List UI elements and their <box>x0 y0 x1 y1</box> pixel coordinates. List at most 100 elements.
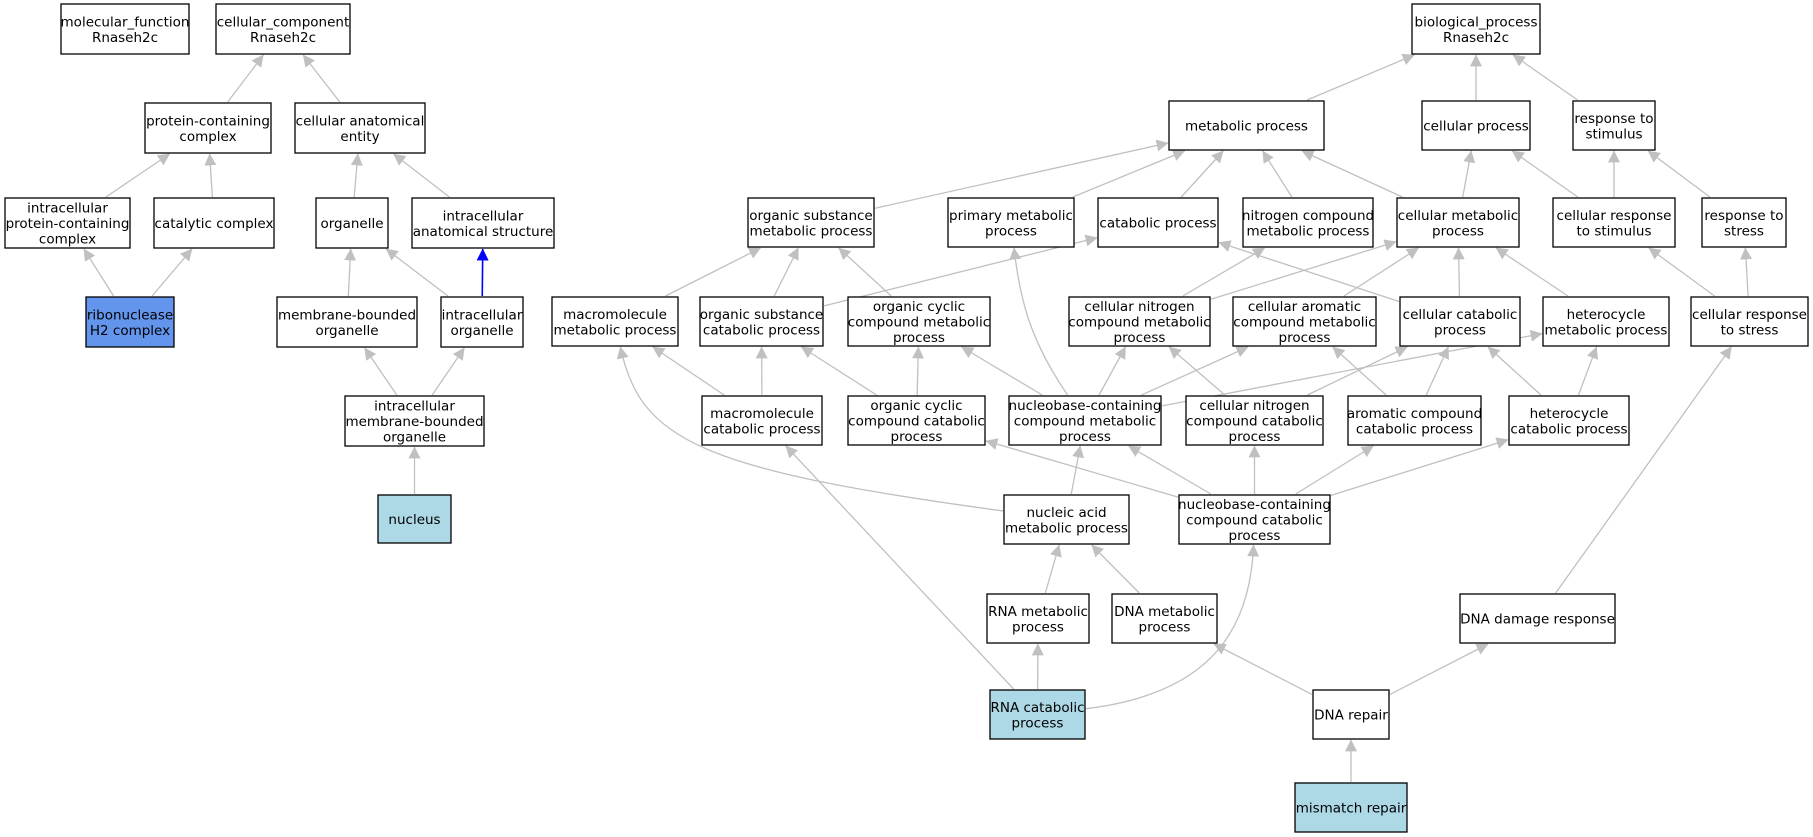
node-dna-repair[interactable]: DNA repair <box>1312 689 1390 740</box>
node-cellular-process[interactable]: cellular process <box>1421 100 1531 151</box>
node-label-line: complex <box>179 129 236 145</box>
node-organelle[interactable]: organelle <box>315 197 389 249</box>
edge-organic-cyclic-compound-metabolic-process-to-organic-substance-metabolic-process <box>838 247 892 297</box>
node-label-line: to stimulus <box>1577 223 1652 239</box>
node-label-line: nitrogen compound <box>1242 208 1374 224</box>
node-label-line: organelle <box>450 323 513 339</box>
node-label-line: metabolic process <box>1005 520 1128 536</box>
node-label-line: to stress <box>1721 322 1779 338</box>
edge-primary-metabolic-process-to-metabolic-process <box>1072 149 1186 198</box>
node-label-line: cellular nitrogen <box>1084 299 1194 315</box>
edge-organic-cyclic-compound-catabolic-process-to-organic-substance-catabolic-process <box>800 346 877 396</box>
edge-cellular-response-to-stress-to-cellular-response-to-stimulus <box>1648 247 1715 297</box>
node-box <box>1111 593 1218 644</box>
edge-ribonuclease-h2-complex-to-catalytic-complex <box>151 248 193 297</box>
node-box <box>1232 296 1377 347</box>
node-label-line: nucleic acid <box>1026 505 1106 521</box>
node-box <box>699 296 824 347</box>
node-label-line: cellular nitrogen <box>1199 398 1309 414</box>
node-box <box>1008 395 1162 446</box>
edge-catalytic-complex-to-protein-containing-complex <box>204 153 217 198</box>
node-mismatch-repair[interactable]: mismatch repair <box>1294 782 1408 833</box>
node-box <box>747 197 875 248</box>
node-dna-damage-response[interactable]: DNA damage response <box>1459 593 1616 644</box>
node-box <box>1068 296 1211 347</box>
node-label-line: stress <box>1724 223 1764 239</box>
node-box <box>947 197 1075 248</box>
node-box <box>1421 100 1531 151</box>
node-label-line: process <box>1059 429 1111 445</box>
node-box <box>847 296 991 347</box>
edge-intracellular-protein-containing-complex-to-protein-containing-complex <box>105 153 171 198</box>
node-box <box>1399 296 1521 347</box>
edge-rna-catabolic-process-to-nucleobase-containing-compound-catabolic-process <box>1085 544 1260 710</box>
edge-dna-damage-response-to-cellular-response-to-stress <box>1555 346 1732 594</box>
node-label-line: catabolic process <box>1356 421 1473 437</box>
edge-organic-substance-catabolic-process-to-catabolic-process <box>823 234 1098 307</box>
edge-metabolic-process-to-bp-root <box>1306 53 1415 101</box>
node-label-line: cellular aromatic <box>1248 299 1361 315</box>
node-label-line: compound metabolic <box>1014 414 1156 430</box>
node-box <box>986 593 1090 644</box>
node-catabolic-process[interactable]: catabolic process <box>1097 197 1219 248</box>
node-label-line: anatomical structure <box>413 224 554 240</box>
node-box <box>1097 197 1219 248</box>
edge-aromatic-compound-catabolic-process-to-cellular-aromatic-compound-metabolic-process <box>1332 346 1387 396</box>
node-box <box>440 296 524 348</box>
edge-nitrogen-compound-metabolic-process-to-metabolic-process <box>1262 150 1293 198</box>
edge-intracellular-organelle-to-organelle <box>385 248 449 297</box>
node-box <box>85 296 175 348</box>
node-label-line: metabolic process <box>1185 119 1308 135</box>
edge-aromatic-compound-catabolic-process-to-cellular-catabolic-process <box>1425 346 1449 396</box>
node-label-line: DNA repair <box>1314 708 1388 724</box>
edge-nucleobase-containing-compound-catabolic-process-to-organic-cyclic-compound-catabolic-process <box>985 438 1179 498</box>
edge-cellular-catabolic-process-to-catabolic-process <box>1218 240 1400 303</box>
node-box <box>1178 494 1331 545</box>
node-nucleus[interactable]: nucleus <box>377 494 452 544</box>
edge-nucleic-acid-metabolic-process-to-macromolecule-metabolic-process <box>616 346 1004 512</box>
node-metabolic-process[interactable]: metabolic process <box>1168 100 1325 151</box>
node-label-line: cellular anatomical <box>296 113 425 129</box>
node-label-line: process <box>1432 223 1484 239</box>
node-catalytic-complex[interactable]: catalytic complex <box>153 197 275 249</box>
node-label-line: cellular metabolic <box>1398 208 1518 224</box>
